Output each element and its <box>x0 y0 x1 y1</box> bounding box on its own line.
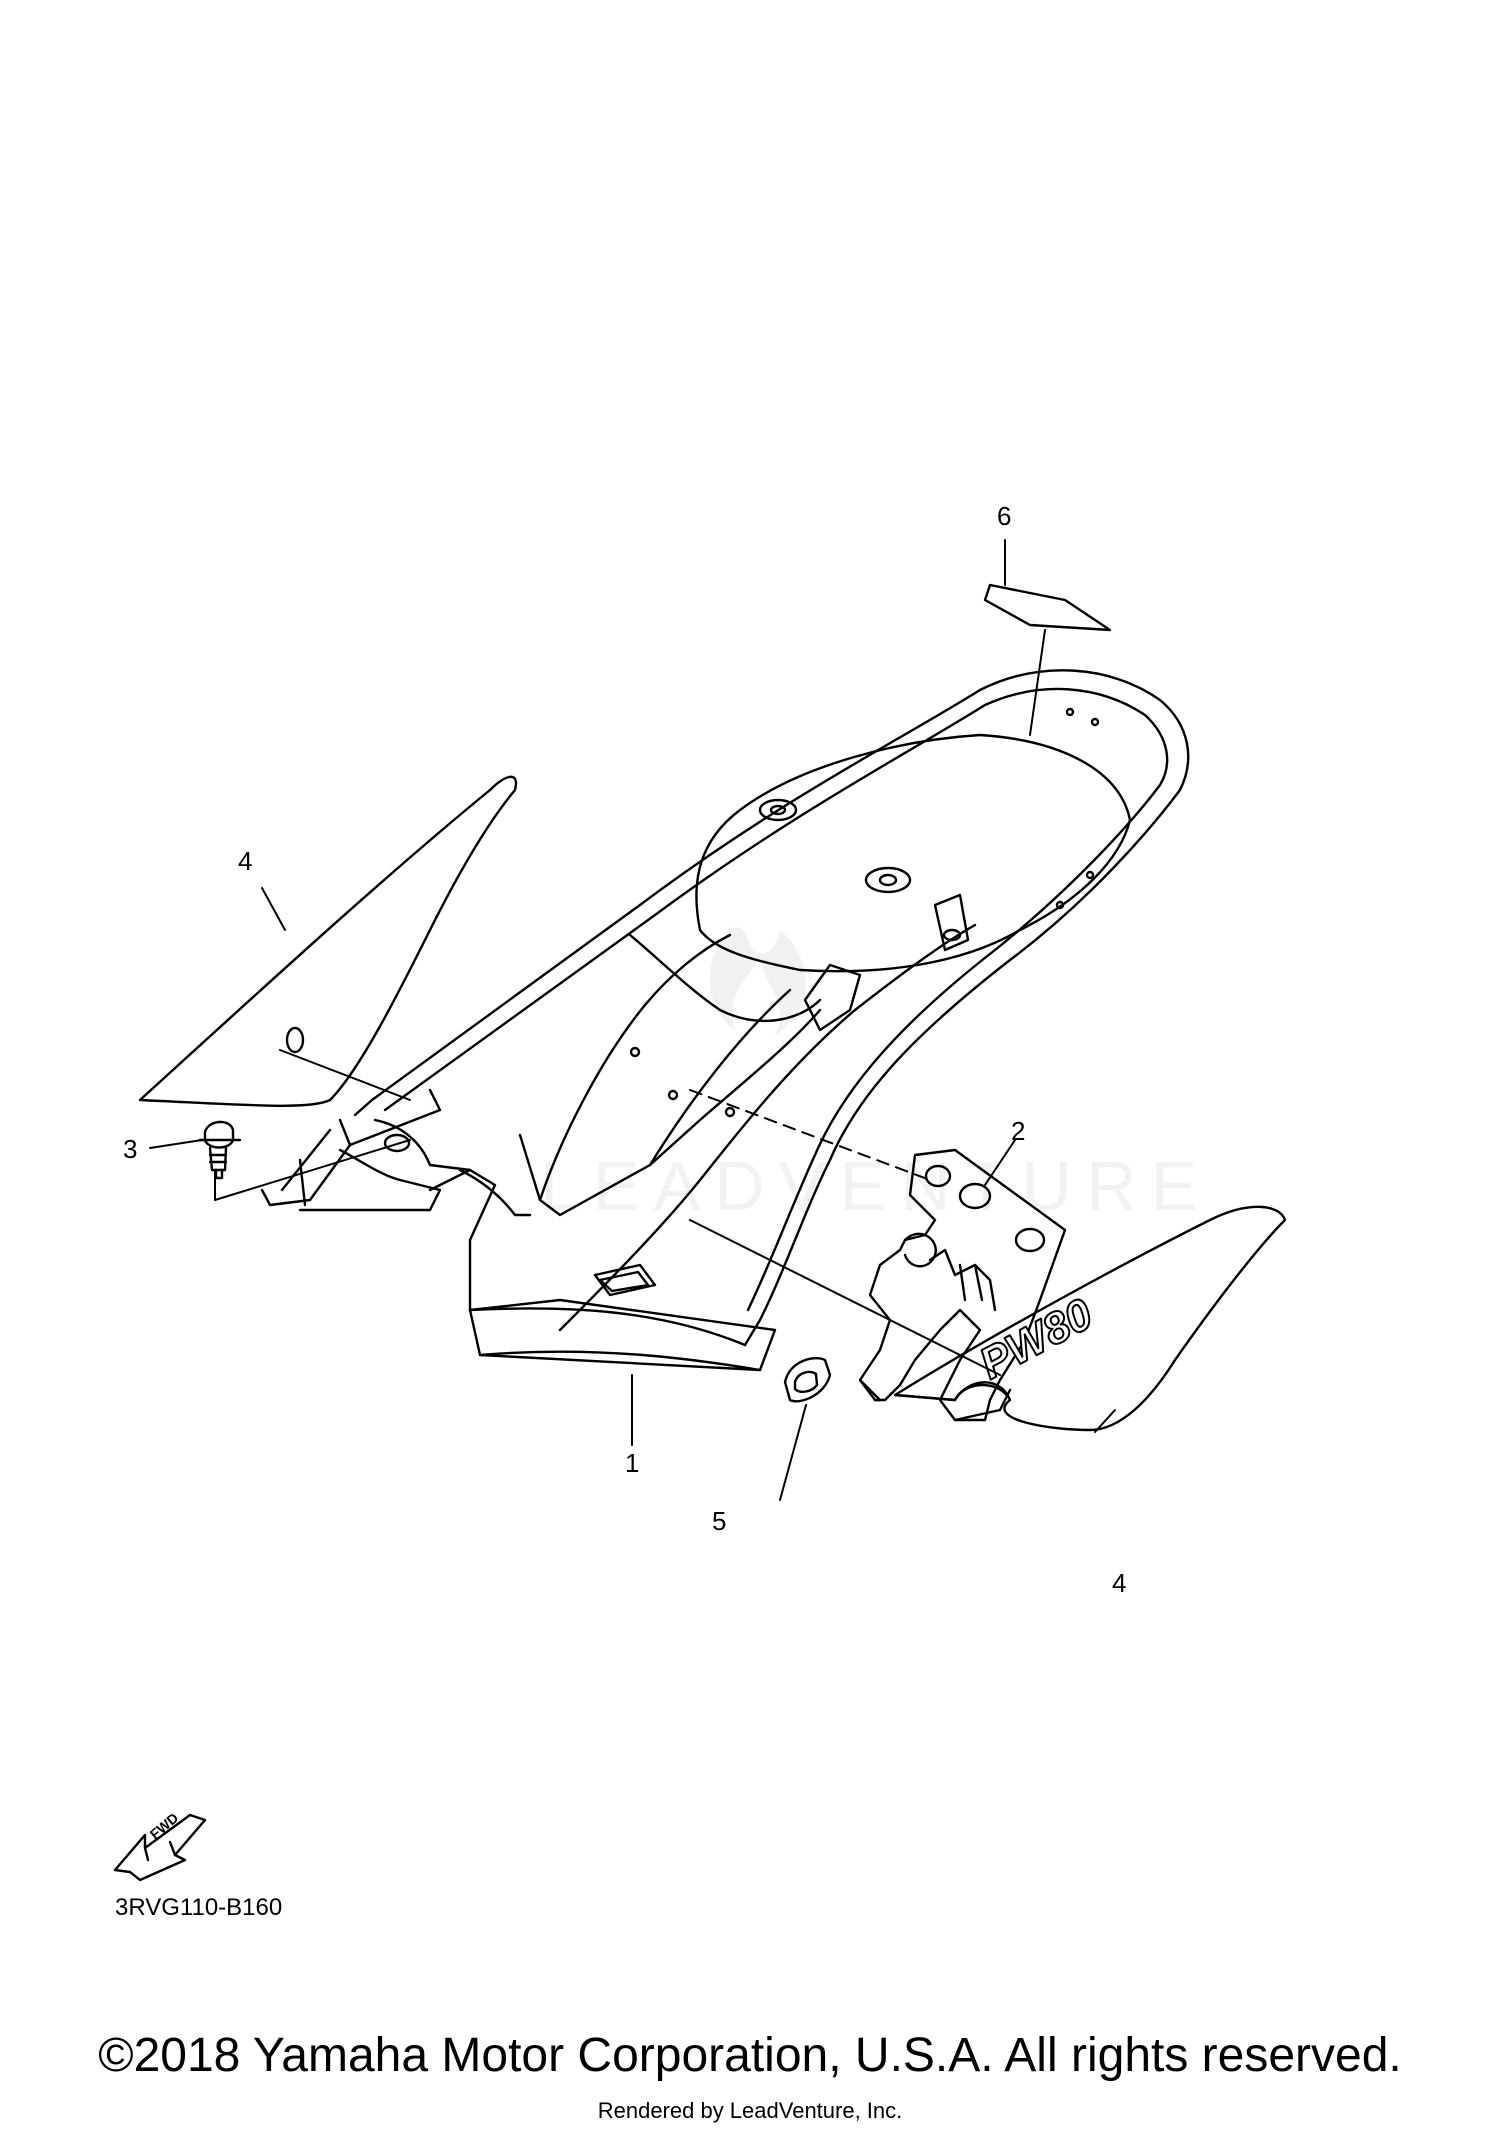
emblem-strip-part-6 <box>983 583 1112 632</box>
diagram-code: 3RVG110-B160 <box>115 1894 282 1921</box>
callout-1: 1 <box>625 1448 639 1478</box>
rear-fender-part-1 <box>260 669 1190 1372</box>
pw80-emblem: PW80 <box>972 1289 1101 1389</box>
watermark-text: LEADVENTURE <box>540 1147 1211 1225</box>
callout-4-right: 4 <box>1112 1568 1126 1598</box>
callout-4-left: 4 <box>238 846 252 876</box>
grommet-part-5 <box>783 1357 832 1403</box>
callout-3: 3 <box>123 1134 137 1164</box>
side-cover-decal-left-part-4 <box>138 775 518 1107</box>
copyright-notice: ©2018 Yamaha Motor Corporation, U.S.A. A… <box>98 2029 1402 2082</box>
leadventure-watermark: LEADVENTURE <box>540 927 1211 1225</box>
callout-2: 2 <box>1011 1116 1025 1146</box>
rendered-by-note: Rendered by LeadVenture, Inc. <box>597 2098 903 2123</box>
side-cover-decal-right-part-4: PW80 <box>893 1205 1287 1432</box>
bracket-part-2 <box>858 1148 1067 1422</box>
fwd-arrow-icon: FWD <box>113 1810 207 1882</box>
leader-lines <box>149 539 1116 1501</box>
bolt-part-3 <box>198 1120 242 1180</box>
callout-6: 6 <box>997 501 1011 531</box>
callout-5: 5 <box>712 1506 726 1536</box>
callout-labels: 6 4 2 3 1 5 4 3RVG110-B160 <box>115 501 1126 1921</box>
